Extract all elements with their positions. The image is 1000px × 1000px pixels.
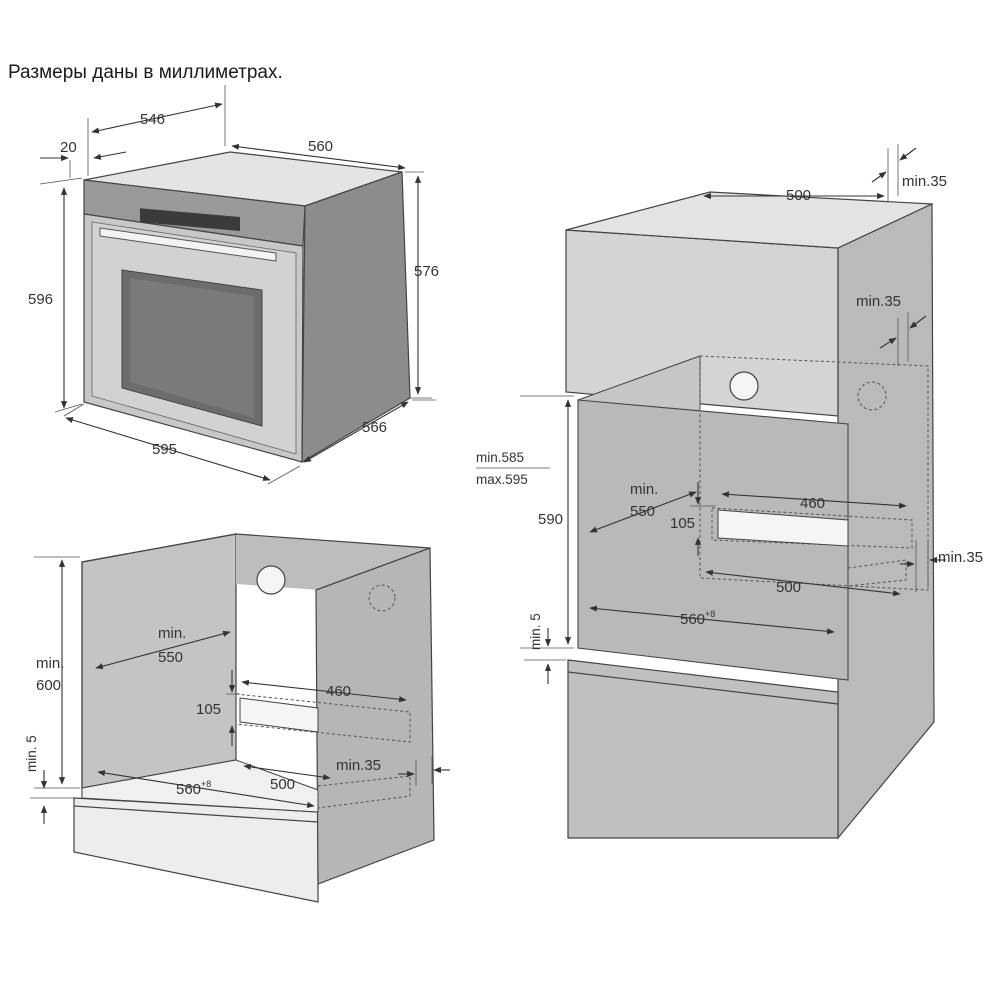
dim-min-35: min.35 xyxy=(336,757,381,774)
oven-handle xyxy=(99,227,277,262)
column-dimensions xyxy=(520,144,946,684)
page-title: Размеры даны в миллиметрах. xyxy=(8,62,283,83)
dim-min-550-line1: min. xyxy=(158,625,186,642)
under-counter-dimensions xyxy=(30,556,450,824)
dim-column-105: 105 xyxy=(670,515,695,532)
dim-460: 460 xyxy=(326,683,351,700)
dim-596: 596 xyxy=(28,291,53,308)
dim-576: 576 xyxy=(414,263,439,280)
dim-column-min-550-line1: min. xyxy=(630,481,658,498)
dim-column-500: 500 xyxy=(776,579,801,596)
dim-min-550-line2: 550 xyxy=(158,649,183,666)
vent-hole-icon xyxy=(256,565,286,595)
dim-column-min-5: min. 5 xyxy=(528,613,543,650)
dim-column-460: 460 xyxy=(800,495,825,512)
oven-drawing xyxy=(83,151,411,464)
dim-560: 560+8 xyxy=(176,779,211,798)
column-vent-dashed-icon xyxy=(857,381,887,411)
dim-column-min-550-line2: 550 xyxy=(630,503,655,520)
dim-column-min-35-right: min.35 xyxy=(938,549,983,566)
dim-20: 20 xyxy=(60,139,77,156)
dim-595: 595 xyxy=(152,441,177,458)
dim-min-5: min. 5 xyxy=(24,735,39,772)
dim-560-top: 560 xyxy=(308,138,333,155)
dim-column-500-top: 500 xyxy=(786,187,811,204)
dim-105: 105 xyxy=(196,701,221,718)
dim-566: 566 xyxy=(362,419,387,436)
dim-column-590: 590 xyxy=(538,511,563,528)
dim-column-max-595: max.595 xyxy=(476,472,528,487)
dim-column-560: 560+8 xyxy=(680,609,715,628)
dim-min-600-line1: min. xyxy=(36,655,64,672)
dim-546: 546 xyxy=(140,111,165,128)
control-panel-display xyxy=(140,208,240,231)
dim-column-min-585: min.585 xyxy=(476,450,524,465)
column-vent-hole-icon xyxy=(729,371,759,401)
tall-column-cabinet xyxy=(565,191,935,840)
oven-dimensions xyxy=(39,85,436,485)
under-counter-cabinet xyxy=(73,533,435,903)
vent-hole-dashed-icon xyxy=(368,584,396,612)
dim-min-600-line2: 600 xyxy=(36,677,61,694)
dim-500: 500 xyxy=(270,776,295,793)
dim-column-min-35-mid: min.35 xyxy=(856,293,901,310)
dim-column-min-35-top: min.35 xyxy=(902,173,947,190)
